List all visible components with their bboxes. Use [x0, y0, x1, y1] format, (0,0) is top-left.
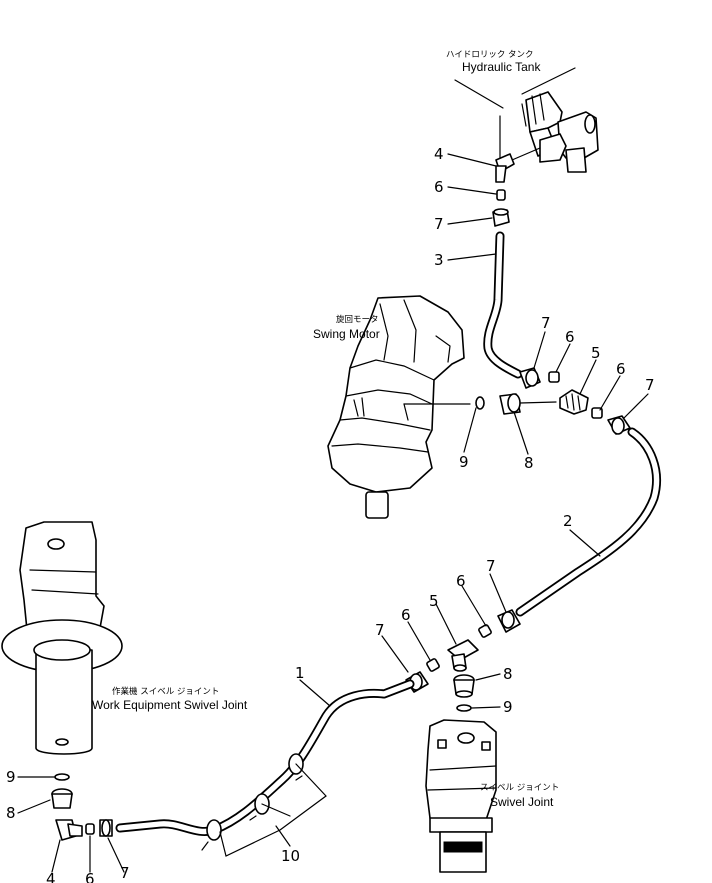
we-connector-8: [51, 788, 73, 809]
sm-tee-5: [559, 389, 589, 415]
callout-mid-oring-6a: 6: [401, 606, 411, 624]
callout-we-elbow-4: 4: [46, 870, 56, 883]
callout-tank-nut-7: 7: [434, 215, 444, 233]
we-oring-9: [54, 773, 70, 781]
swivel-joint: [425, 719, 497, 873]
callout-sj-connector-8: 8: [503, 665, 513, 683]
we-swivel-label-jp: 作業機 スイベル ジョイント: [112, 686, 219, 697]
callout-sm-oring-6a: 6: [565, 328, 575, 346]
mid-tee-5: [447, 639, 479, 672]
callout-mid-nut-7b: 7: [486, 557, 496, 575]
callout-sm-oring-6b: 6: [616, 360, 626, 378]
callout-sm-connector-8: 8: [524, 454, 534, 472]
we-elbow-4: [55, 819, 83, 841]
callout-mid-tee-5: 5: [429, 592, 439, 610]
callout-we-connector-8: 8: [6, 804, 16, 822]
swivel-joint-label-jp: スイベル ジョイント: [480, 783, 559, 793]
callout-mid-oring-6b: 6: [456, 572, 466, 590]
callout-tank-elbow-4: 4: [434, 145, 444, 163]
callout-sm-oring-9: 9: [459, 453, 469, 471]
callout-tube-1: 1: [295, 664, 305, 682]
swivel-joint-label: Swivel Joint: [490, 795, 554, 809]
clamp-10: [201, 753, 327, 857]
tube-1: [115, 679, 415, 836]
callout-clamp-10: 10: [281, 847, 300, 865]
mid-oring-a: [426, 658, 440, 672]
tank-elbow-fitting: [495, 153, 515, 183]
sj-oring-9: [456, 704, 472, 712]
callout-mid-nut-7a: 7: [375, 621, 385, 639]
tank-oring: [496, 189, 506, 201]
mid-oring-b: [478, 624, 492, 638]
sj-connector-8: [453, 674, 475, 698]
callout-we-oring-6: 6: [85, 870, 95, 883]
sm-nut-b: [607, 415, 631, 435]
we-nut-7: [99, 819, 113, 837]
callout-tube-3: 3: [434, 251, 444, 269]
hydraulic-tank-label-jp: ハイドロリック タンク: [446, 50, 534, 60]
sm-oring-b: [591, 407, 603, 419]
callout-tube-2: 2: [563, 512, 573, 530]
callout-we-oring-9: 9: [6, 768, 16, 786]
swing-motor-label: Swing Motor: [313, 327, 380, 341]
callout-sj-oring-9: 9: [503, 698, 513, 716]
tube-3: [483, 231, 523, 379]
sm-connector-8: [499, 393, 557, 415]
swing-motor: [327, 295, 471, 519]
we-swivel-label: Work Equipment Swivel Joint: [92, 698, 248, 712]
callout-sm-tee-5: 5: [591, 344, 601, 362]
sm-oring-9: [475, 396, 485, 410]
sm-oring-a: [548, 371, 560, 383]
tank-nut: [492, 208, 510, 227]
work-equipment-swivel-joint: [1, 521, 123, 755]
callout-tank-oring-6: 6: [434, 178, 444, 196]
callout-sm-nut-7b: 7: [645, 376, 655, 394]
sm-nut-a: [519, 367, 541, 389]
swing-motor-label-jp: 旋回モータ: [336, 314, 379, 325]
we-oring-6: [85, 823, 95, 835]
leader-lines: [17, 153, 649, 873]
hydraulic-tank: [454, 67, 599, 173]
tube-2: [515, 427, 662, 617]
hydraulic-tank-label: Hydraulic Tank: [462, 60, 541, 74]
callout-we-nut-7: 7: [120, 864, 130, 882]
callout-sm-nut-7a: 7: [541, 314, 551, 332]
mid-nut-b: [497, 609, 521, 633]
